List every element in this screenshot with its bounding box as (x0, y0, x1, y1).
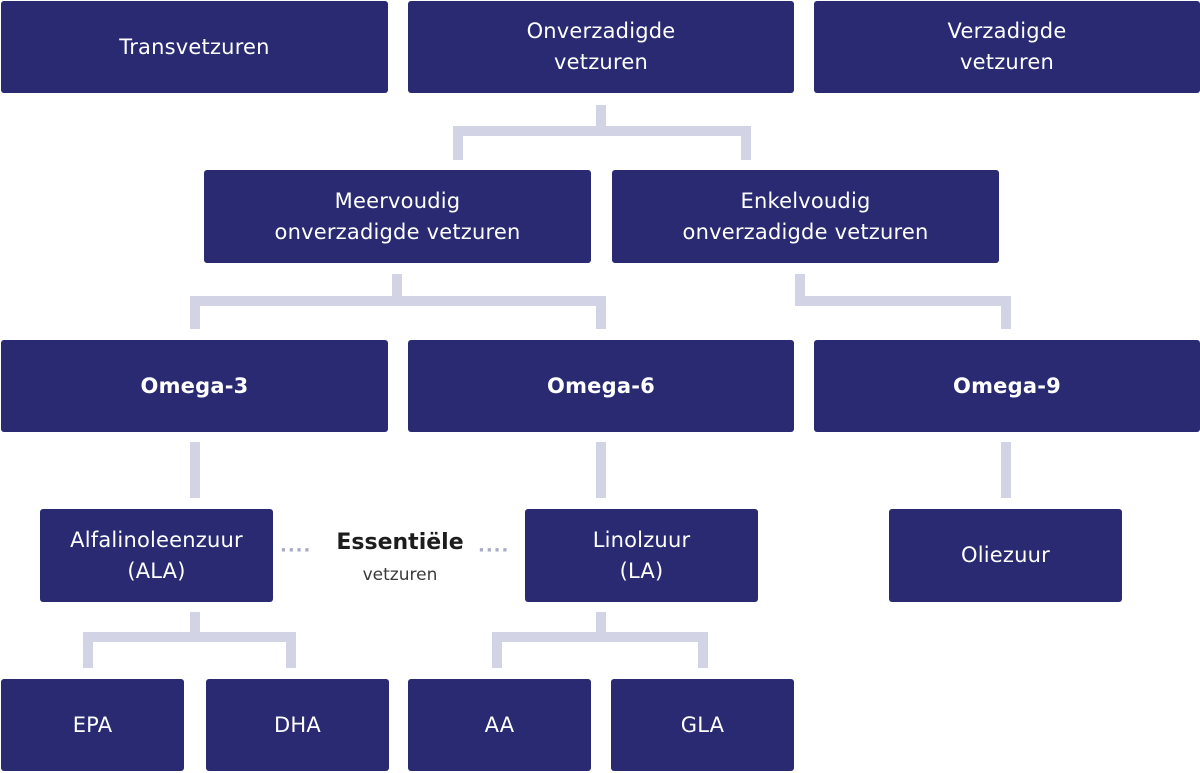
node-alfalinoleenzuur: Alfalinoleenzuur (ALA) (40, 509, 273, 602)
node-epa: EPA (1, 679, 184, 771)
node-label: GLA (680, 712, 725, 737)
node-label: Oliezuur (961, 543, 1050, 567)
connector (190, 296, 200, 329)
node-onverzadigde-vetzuren: Onverzadigde vetzuren (408, 1, 794, 93)
node-gla: GLA (611, 679, 794, 771)
connector (596, 612, 606, 636)
connector (190, 612, 200, 636)
connector (453, 126, 751, 136)
node-omega-6: Omega-6 (408, 340, 794, 432)
node-linolzuur: Linolzuur (LA) (525, 509, 758, 602)
node-label: AA (484, 712, 515, 737)
connector (83, 632, 93, 668)
node-label: EPA (72, 712, 113, 737)
node-omega-9: Omega-9 (814, 340, 1200, 432)
node-transvetzuren: Transvetzuren (1, 1, 388, 93)
essential-sublabel: vetzuren (362, 565, 438, 585)
essential-label: Essentiële (336, 530, 464, 555)
node-label: Omega-9 (953, 373, 1061, 398)
connector (1001, 296, 1011, 329)
connector (741, 126, 751, 160)
node-label: Omega-6 (547, 373, 655, 398)
node-label: Alfalinoleenzuur (ALA) (70, 527, 243, 583)
node-aa: AA (408, 679, 591, 771)
node-verzadigde-vetzuren: Verzadigde vetzuren (814, 1, 1200, 93)
connector (698, 632, 708, 668)
node-omega-3: Omega-3 (1, 340, 388, 432)
node-label: Meervoudig onverzadigde vetzuren (274, 188, 521, 244)
node-label: Verzadigde vetzuren (947, 19, 1067, 74)
dotted-connector-right: ···· (478, 540, 510, 561)
node-oliezuur: Oliezuur (889, 509, 1122, 602)
node-label: Omega-3 (140, 373, 249, 398)
connector (286, 632, 296, 668)
connector (190, 442, 200, 498)
node-dha: DHA (206, 679, 389, 771)
connector (596, 442, 606, 498)
connector (190, 296, 606, 306)
connector (492, 632, 502, 668)
node-enkelvoudig-onverzadigd: Enkelvoudig onverzadigde vetzuren (612, 170, 999, 263)
node-label: Transvetzuren (119, 34, 270, 59)
connector (492, 632, 708, 642)
dotted-connector-left: ···· (280, 540, 312, 561)
connector (795, 296, 1011, 306)
node-label: Enkelvoudig onverzadigde vetzuren (682, 188, 929, 244)
connector (596, 296, 606, 329)
connector (453, 126, 463, 160)
connector (596, 105, 606, 129)
connector (1001, 442, 1011, 498)
node-meervoudig-onverzadigd: Meervoudig onverzadigde vetzuren (204, 170, 591, 263)
node-label: Onverzadigde vetzuren (526, 19, 676, 74)
connector (795, 274, 805, 306)
connector (392, 274, 402, 300)
connector (83, 632, 296, 642)
node-label: DHA (274, 712, 321, 737)
node-label: Linolzuur (LA) (592, 527, 691, 583)
